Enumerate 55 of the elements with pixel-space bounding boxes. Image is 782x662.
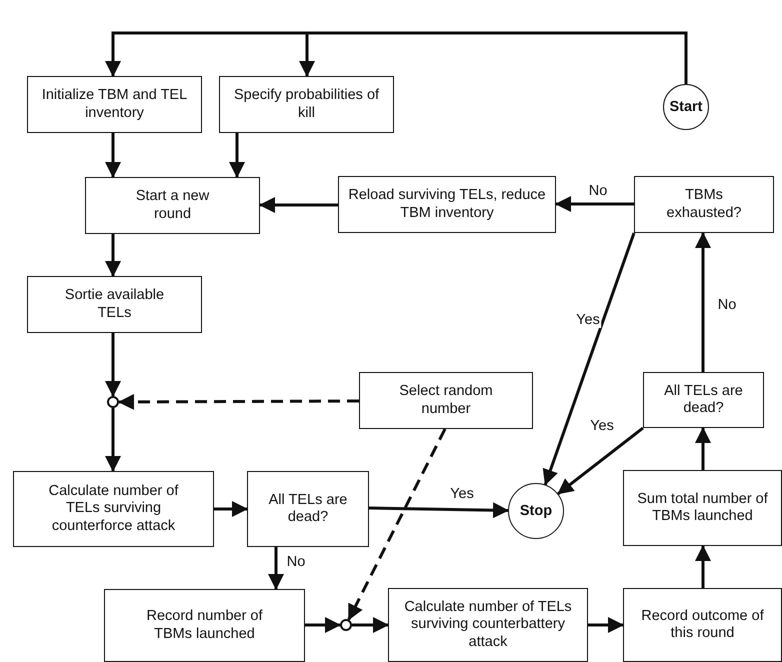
- arrow: [588, 617, 624, 633]
- node-text: Select random number: [398, 383, 494, 418]
- node-text: Sum total number of TBMs launched: [636, 490, 769, 526]
- junction-circle: [107, 396, 119, 408]
- arrow: [105, 408, 121, 472]
- terminal-circle: [663, 84, 709, 130]
- process-box: [27, 276, 202, 333]
- process-box: [643, 372, 764, 428]
- process-box: [104, 589, 305, 662]
- node-text: Initialize TBM and TEL inventory: [40, 87, 188, 122]
- arrow: [118, 394, 359, 410]
- node-text: All TELs are dead?: [663, 382, 744, 418]
- node-text: Start a new round: [134, 188, 210, 223]
- process-box: [623, 588, 782, 662]
- arrow: [105, 234, 121, 277]
- node-text: Reload surviving TELs, reduce TBM inventory: [347, 187, 547, 222]
- node-text: Record number of TBMs launched: [145, 608, 264, 643]
- node-text: Stop: [520, 503, 552, 519]
- arrow: [347, 428, 446, 620]
- arrow: [368, 502, 509, 518]
- arrow: [259, 197, 338, 213]
- arrow: [214, 501, 248, 517]
- arrow: [305, 617, 341, 633]
- node-text: TBMs exhausted?: [666, 187, 742, 222]
- process-box: [623, 470, 782, 546]
- arrow: [299, 32, 688, 84]
- edge-label: Yes: [575, 312, 601, 328]
- process-box: [634, 176, 774, 233]
- process-box: [359, 372, 533, 429]
- arrow: [268, 547, 284, 590]
- process-box: [338, 176, 556, 233]
- process-box: [85, 177, 260, 234]
- arrow: [542, 232, 636, 486]
- node-text: Calculate number of TELs surviving counterbattery attack: [403, 598, 573, 652]
- process-box: [27, 76, 202, 133]
- arrow: [557, 426, 644, 495]
- node-text: Sortie available TELs: [64, 287, 166, 322]
- arrow: [695, 427, 711, 470]
- node-text: Calculate number of TELs surviving counterforce attack: [48, 482, 180, 536]
- arrow: [105, 333, 121, 397]
- arrow: [555, 196, 634, 212]
- arrow: [105, 133, 121, 178]
- node-text: All TELs are dead?: [268, 492, 348, 526]
- arrow: [695, 232, 711, 372]
- node-text: Start: [669, 99, 703, 115]
- junction-circle: [340, 619, 352, 631]
- process-box: [219, 76, 394, 133]
- process-box: [388, 588, 588, 662]
- process-box: [13, 471, 214, 547]
- node-text: Specify probabilities of kill: [232, 87, 380, 122]
- arrow: [229, 133, 245, 178]
- node-text: Record outcome of this round: [640, 608, 765, 642]
- process-box: [247, 471, 369, 547]
- arrow: [352, 617, 389, 633]
- arrow: [695, 545, 711, 588]
